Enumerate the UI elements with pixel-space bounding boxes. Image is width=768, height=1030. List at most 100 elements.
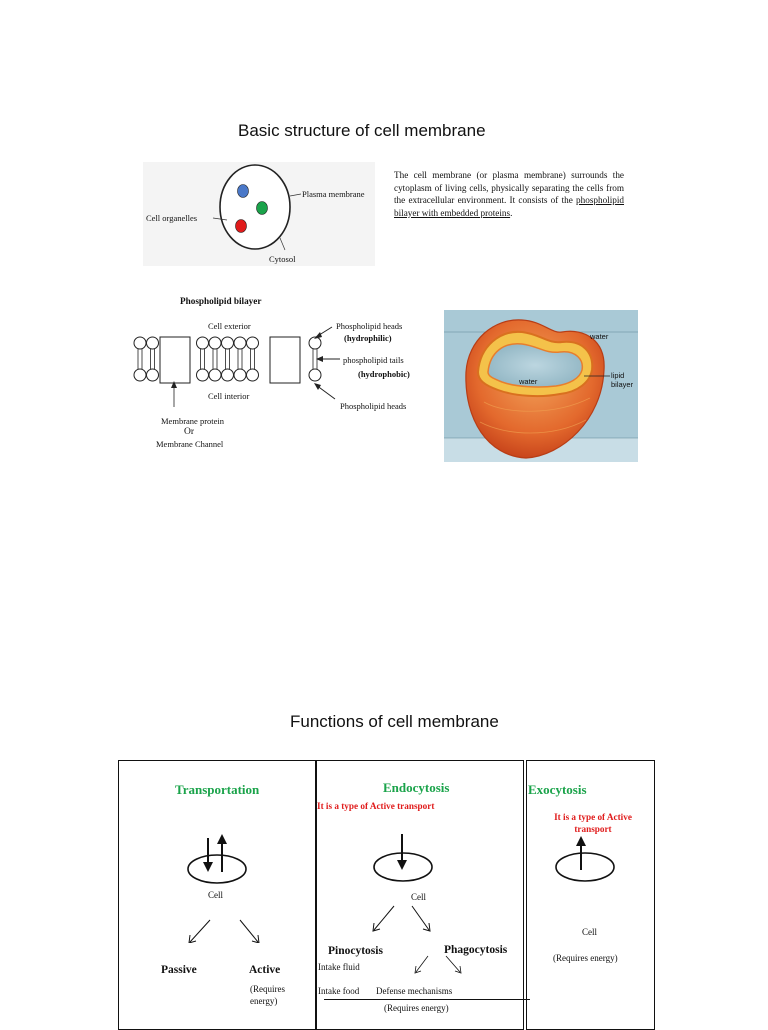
endocytosis-heading: Endocytosis bbox=[383, 780, 450, 795]
phospholipid-head bbox=[133, 336, 147, 350]
endocytosis-diagram bbox=[372, 834, 462, 974]
liposome-illustration bbox=[444, 310, 638, 462]
label-cell-exterior: Cell exterior bbox=[208, 321, 251, 331]
label-heads-bottom: Phospholipid heads bbox=[340, 401, 407, 411]
bilayer-title: Phospholipid bilayer bbox=[180, 296, 262, 306]
arrow-defense bbox=[445, 955, 461, 973]
label-water-inner: water bbox=[519, 377, 538, 386]
phospholipid-head bbox=[196, 368, 209, 382]
phospholipid-tails bbox=[137, 349, 318, 369]
transportation-requires-2: energy) bbox=[250, 996, 278, 1006]
endocytosis-cell-label: Cell bbox=[411, 892, 426, 902]
arrow-out-head bbox=[217, 834, 227, 844]
arrow-pinocytosis-head bbox=[372, 922, 381, 932]
phospholipid-head bbox=[221, 368, 234, 382]
exocytosis-note: It is a type of Active transport bbox=[554, 812, 632, 834]
arrow-phagocytosis bbox=[411, 905, 430, 931]
transportation-diagram bbox=[187, 834, 260, 943]
phospholipid-head bbox=[308, 368, 322, 382]
phospholipid-head bbox=[221, 336, 234, 350]
endocytosis-requires: (Requires energy) bbox=[384, 1003, 449, 1013]
intro-underlined-text: phospholipid bilayer with embedded prote… bbox=[394, 195, 625, 218]
phospholipid-head bbox=[246, 336, 259, 350]
label-cell-organelles: Cell organelles bbox=[146, 213, 198, 223]
pointer-plasma-membrane bbox=[289, 193, 302, 197]
intro-paragraph: The cell membrane (or plasma membrane) s… bbox=[394, 169, 624, 219]
exocytosis-arrow-head bbox=[576, 836, 586, 846]
arrow-defense-head bbox=[454, 965, 462, 974]
arrow-pinocytosis bbox=[373, 905, 395, 931]
pointer-membrane-protein-head bbox=[171, 381, 177, 388]
label-plasma-membrane: Plasma membrane bbox=[302, 189, 365, 199]
label-passive: Passive bbox=[161, 964, 197, 976]
endocytosis-divider bbox=[324, 999, 530, 1000]
phospholipid-head bbox=[208, 336, 222, 350]
label-active: Active bbox=[249, 964, 281, 976]
label-cell-interior: Cell interior bbox=[208, 391, 250, 401]
phospholipid-head bbox=[208, 368, 222, 382]
pointer-cytosol bbox=[279, 237, 286, 251]
arrow-intake-food bbox=[415, 955, 429, 973]
organelle-blue bbox=[237, 184, 249, 198]
page-title-functions: Functions of cell membrane bbox=[290, 712, 499, 731]
exocytosis-heading: Exocytosis bbox=[528, 782, 587, 797]
organelle-green bbox=[256, 201, 268, 215]
bilayer-diagram bbox=[133, 326, 340, 407]
label-pinocytosis: Pinocytosis bbox=[328, 945, 383, 957]
label-phagocytosis: Phagocytosis bbox=[444, 944, 508, 956]
exocytosis-box bbox=[526, 760, 655, 1030]
label-tails: phospholipid tails bbox=[343, 355, 404, 365]
phospholipid-heads-bottom bbox=[133, 368, 322, 382]
shell-texture-2 bbox=[479, 419, 587, 434]
label-defense-mechanisms: Defense mechanisms bbox=[376, 986, 453, 996]
arrow-intake-food-head bbox=[414, 965, 422, 974]
pointer-organelles bbox=[212, 217, 228, 221]
phospholipid-head bbox=[146, 336, 159, 350]
phospholipid-head bbox=[233, 336, 247, 350]
arrow-phagocytosis-head bbox=[422, 922, 431, 932]
page-title-structure: Basic structure of cell membrane bbox=[238, 121, 486, 140]
label-intake-fluid: Intake fluid bbox=[318, 962, 360, 972]
exocytosis-cell-label: Cell bbox=[582, 927, 597, 937]
transportation-cell bbox=[187, 854, 247, 884]
organelle-red bbox=[235, 219, 247, 233]
cell-outline bbox=[219, 164, 291, 250]
cell-diagram bbox=[143, 162, 375, 266]
arrow-passive-head bbox=[188, 934, 197, 943]
arrow-in-head bbox=[203, 862, 213, 872]
label-or: Or bbox=[184, 427, 195, 437]
phospholipid-head bbox=[233, 368, 247, 382]
exocytosis-requires: (Requires energy) bbox=[553, 953, 618, 963]
phospholipid-head bbox=[133, 368, 147, 382]
label-hydrophilic: (hydrophilic) bbox=[344, 333, 392, 343]
label-membrane-channel: Membrane Channel bbox=[156, 439, 224, 449]
label-membrane-protein: Membrane protein bbox=[161, 416, 225, 426]
membrane-protein-1 bbox=[159, 336, 191, 384]
transportation-requires-1: (Requires bbox=[250, 984, 285, 994]
label-hydrophobic: (hydrophobic) bbox=[358, 369, 410, 379]
label-cytosol: Cytosol bbox=[269, 254, 296, 264]
phospholipid-head bbox=[308, 336, 322, 350]
transportation-heading: Transportation bbox=[175, 782, 260, 797]
arrow-active bbox=[239, 919, 259, 943]
exocytosis-diagram bbox=[555, 836, 615, 882]
exocytosis-cell bbox=[555, 852, 615, 882]
label-heads-top: Phospholipid heads bbox=[336, 321, 403, 331]
label-lipid: lipid bbox=[611, 371, 625, 380]
endocytosis-arrow-head bbox=[397, 860, 407, 870]
label-water-outer: water bbox=[590, 332, 609, 341]
phospholipid-heads-top bbox=[133, 336, 322, 350]
phospholipid-head bbox=[196, 336, 209, 350]
label-bilayer: bilayer bbox=[611, 380, 634, 389]
intro-text: The cell membrane (or plasma membrane) s… bbox=[394, 170, 624, 206]
inner-water bbox=[487, 343, 584, 388]
phospholipid-head bbox=[246, 368, 259, 382]
arrow-passive bbox=[189, 919, 211, 943]
label-intake-food: Intake food bbox=[318, 986, 360, 996]
endocytosis-note: It is a type of Active transport bbox=[317, 801, 435, 811]
intro-period: . bbox=[510, 207, 513, 218]
arrow-active-head bbox=[251, 934, 260, 943]
transportation-cell-label: Cell bbox=[208, 890, 223, 900]
pointer-heads-bottom-head bbox=[314, 383, 321, 390]
phospholipid-head bbox=[146, 368, 159, 382]
